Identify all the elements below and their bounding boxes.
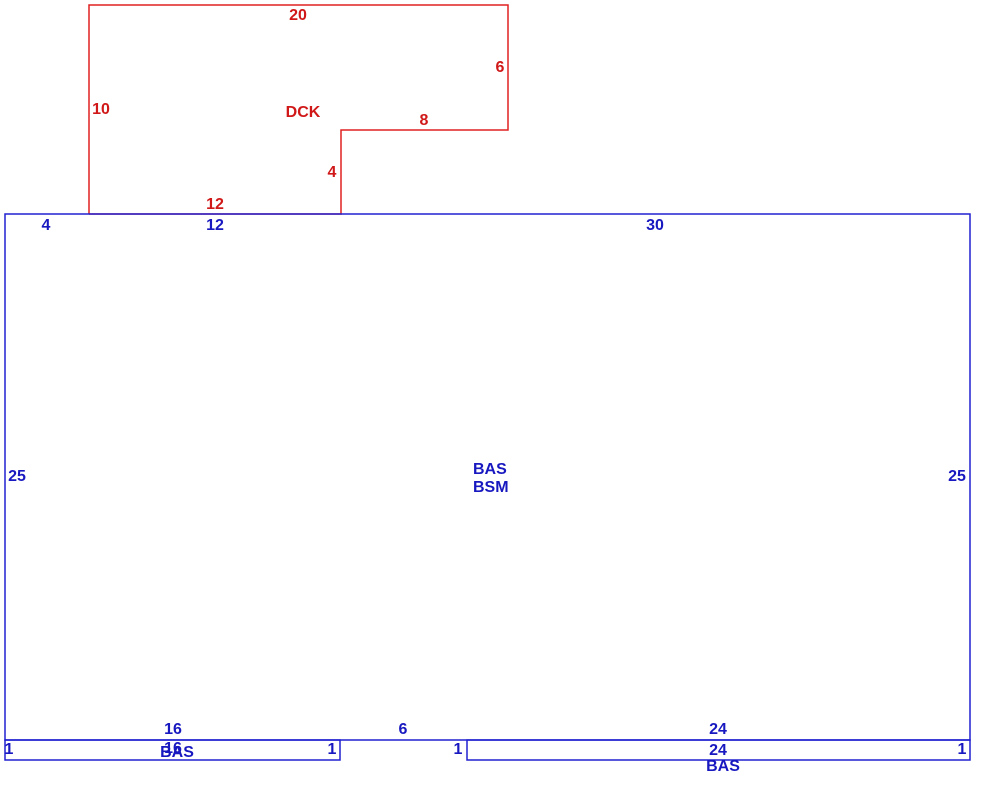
- right-strip-outline: [466, 739, 971, 761]
- left-strip-outline: [4, 739, 341, 761]
- left-strip-dim-left: 1: [5, 741, 14, 758]
- deck-dim-inner-side: 4: [328, 164, 337, 181]
- right-strip-dim-right: 1: [958, 741, 967, 758]
- right-strip-dim-left: 1: [454, 741, 463, 758]
- main-dim-right: 25: [948, 468, 966, 485]
- deck-dim-top: 20: [289, 7, 307, 24]
- deck-dim-inner-top: 8: [420, 112, 429, 129]
- main-area-label-1: BAS: [473, 461, 507, 478]
- main-dim-bottom-right: 24: [709, 721, 727, 738]
- main-dim-bottom-mid: 6: [399, 721, 408, 738]
- main-dim-top-left: 4: [42, 217, 51, 234]
- main-area-label-2: BSM: [473, 479, 509, 496]
- left-strip-area-label: BAS: [160, 744, 194, 761]
- main-dim-left: 25: [8, 468, 26, 485]
- deck-dim-left: 10: [92, 101, 110, 118]
- deck-area-label: DCK: [286, 104, 321, 121]
- left-strip-dim-top: 16: [164, 740, 182, 757]
- main-dim-bottom-left: 16: [164, 721, 182, 738]
- left-strip-dim-right: 1: [328, 741, 337, 758]
- deck-dim-bottom: 12: [206, 196, 224, 213]
- main-dim-top-right: 30: [646, 217, 664, 234]
- right-strip-dim-top: 24: [709, 742, 727, 759]
- main-dim-top-mid: 12: [206, 217, 224, 234]
- right-strip-area-label: BAS: [706, 758, 740, 775]
- deck-dim-right: 6: [496, 59, 505, 76]
